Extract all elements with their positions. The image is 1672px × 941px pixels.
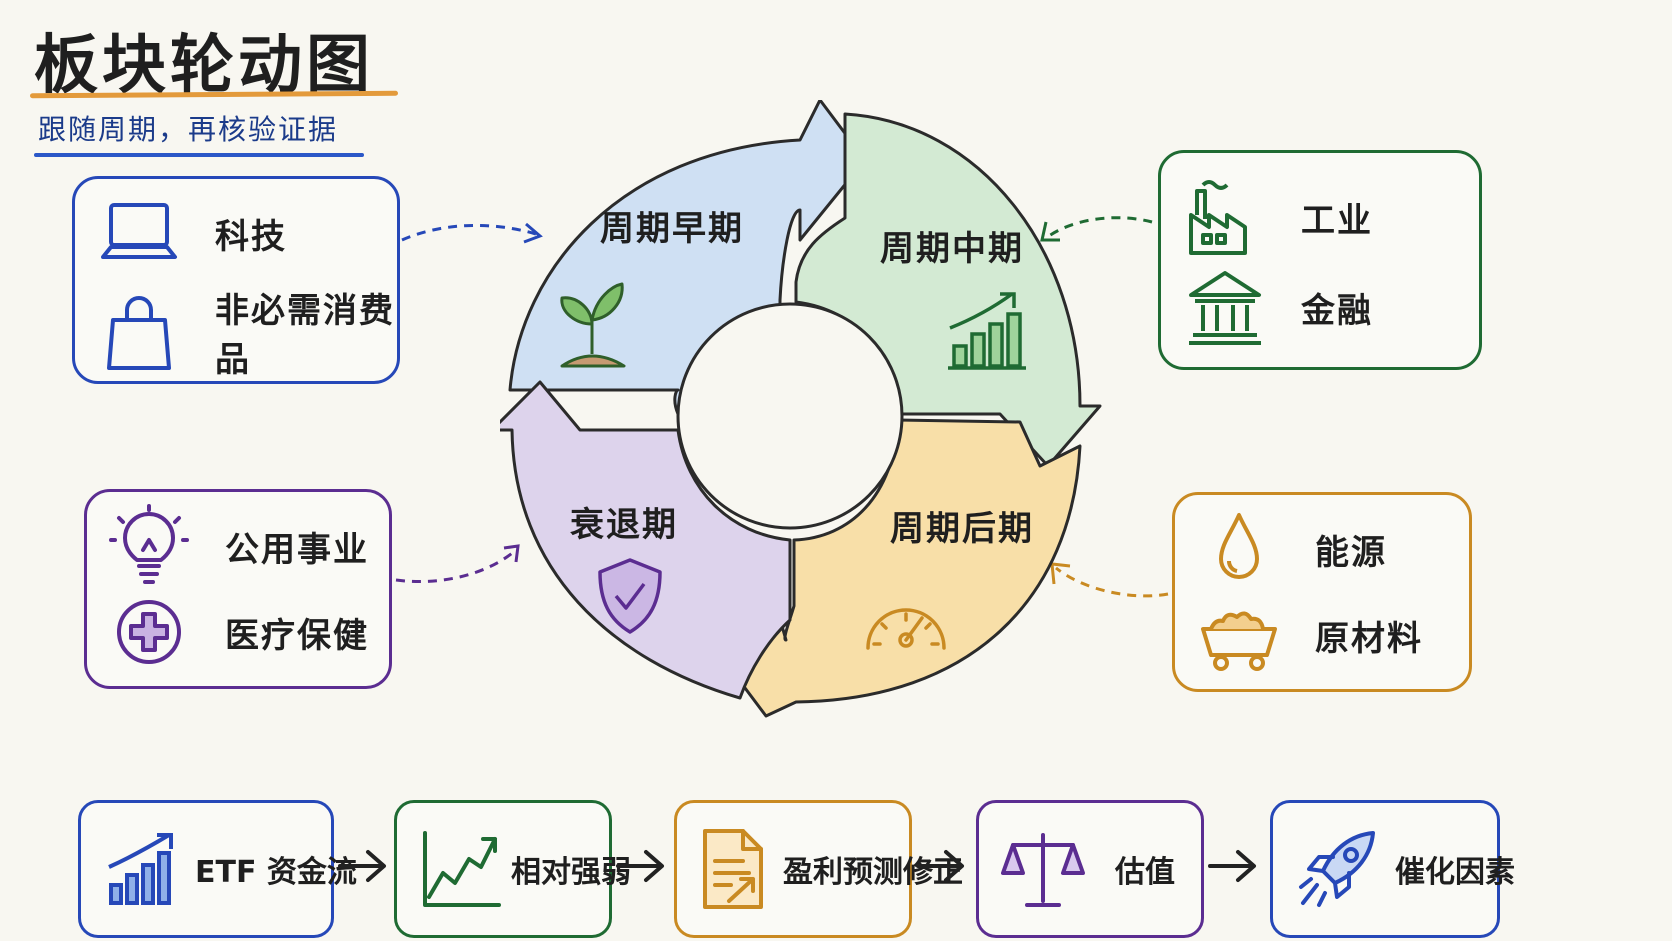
sector-label: 非必需消费品 <box>215 291 395 380</box>
sector-label: 科技 <box>215 216 287 257</box>
rising-bar-chart-icon <box>948 292 1026 370</box>
laptop-icon <box>97 191 181 275</box>
verification-step-catalysts: 催化因素 <box>1270 800 1515 938</box>
dashed-connector-decline <box>395 544 520 584</box>
phase-segment-late <box>722 418 1082 718</box>
dashed-connector-early <box>401 222 543 244</box>
step-label: 盈利预测修正 <box>783 855 963 890</box>
sector-item: 非必需消费品 <box>97 283 397 381</box>
step-label: 相对强弱 <box>511 855 631 890</box>
oil-drop-icon <box>1197 507 1281 591</box>
sector-item: 医疗保健 <box>107 590 369 674</box>
page-subtitle: 跟随周期，再核验证据 <box>38 113 339 146</box>
bank-icon <box>1183 265 1267 349</box>
balance-scale-icon <box>1001 827 1085 911</box>
ore-cart-icon <box>1197 593 1281 677</box>
document-revision-icon <box>691 827 775 911</box>
sector-item: 原材料 <box>1197 593 1423 677</box>
sector-item: 能源 <box>1197 507 1387 591</box>
page-title: 板块轮动图 <box>34 29 374 103</box>
rocket-icon <box>1295 827 1379 911</box>
sector-card-late: 能源 原材料 <box>1172 492 1472 692</box>
sector-label: 原材料 <box>1315 618 1423 659</box>
sector-label: 公用事业 <box>225 529 369 570</box>
step-label: ETF 资金流 <box>195 855 357 890</box>
shield-check-icon <box>598 558 662 634</box>
sector-item: 金融 <box>1183 265 1373 349</box>
cycle-diagram: 周期早期 周期中期 周期后期 衰退期 <box>500 100 1102 718</box>
phase-label-decline: 衰退期 <box>570 505 678 545</box>
phase-label-early: 周期早期 <box>600 209 744 249</box>
medical-cross-icon <box>107 590 191 674</box>
sector-card-early: 科技 非必需消费品 <box>72 176 400 384</box>
flow-arrow-right <box>338 850 386 882</box>
step-label: 催化因素 <box>1395 855 1515 890</box>
sector-label: 工业 <box>1301 200 1373 241</box>
light-bulb-icon <box>107 504 191 588</box>
sector-label: 金融 <box>1301 290 1373 331</box>
subtitle-underline <box>34 153 364 157</box>
cycle-center <box>676 302 904 530</box>
sector-item: 工业 <box>1183 175 1373 259</box>
phase-label-mid: 周期中期 <box>880 229 1024 269</box>
flow-arrow-right <box>1208 850 1256 882</box>
sprout-icon <box>560 282 626 368</box>
flow-arrow-right <box>916 850 964 882</box>
sector-label: 医疗保健 <box>225 615 369 656</box>
gauge-icon <box>866 608 946 650</box>
sector-item: 科技 <box>97 191 287 275</box>
sector-item: 公用事业 <box>107 504 369 588</box>
verification-step-valuation: 估值 <box>976 800 1204 938</box>
phase-label-late: 周期后期 <box>890 509 1034 549</box>
sector-card-mid: 工业 金融 <box>1158 150 1482 370</box>
verification-step-relative-strength: 相对强弱 <box>394 800 631 938</box>
shopping-bag-icon <box>97 290 181 374</box>
verification-step-earnings-revisions: 盈利预测修正 <box>674 800 963 938</box>
flow-arrow-right <box>616 850 664 882</box>
dashed-connector-mid <box>1040 216 1153 242</box>
factory-icon <box>1183 175 1267 259</box>
etf-flow-bar-chart-icon <box>103 827 187 911</box>
verification-step-etf-flow: ETF 资金流 <box>78 800 357 938</box>
line-chart-icon <box>419 827 503 911</box>
sector-label: 能源 <box>1315 532 1387 573</box>
sector-card-decline: 公用事业 医疗保健 <box>84 489 392 689</box>
step-label: 估值 <box>1115 855 1175 890</box>
